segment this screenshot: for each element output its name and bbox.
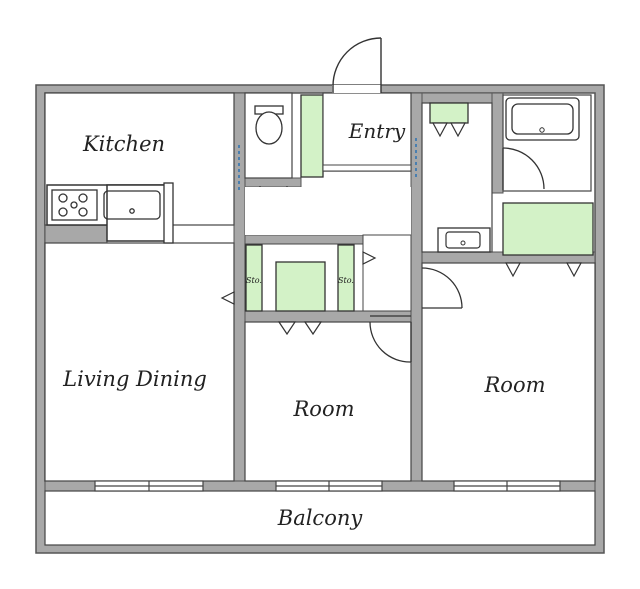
entry-area (322, 92, 412, 172)
right-room-closet (502, 202, 594, 256)
storage-block (220, 243, 377, 336)
storage-left-label: Sto. (246, 276, 262, 285)
hallway (362, 234, 412, 312)
kitchen-label: Kitchen (82, 132, 165, 156)
kitchen-counter (46, 182, 174, 244)
right-room-door (421, 267, 463, 309)
living-dining-label: Living Dining (62, 367, 207, 391)
stove-icon (51, 189, 98, 221)
bathroom (502, 94, 592, 192)
washbasin-icon (437, 227, 491, 253)
entry-label: Entry (348, 119, 406, 143)
front-door (332, 37, 382, 93)
washer-space (429, 102, 469, 124)
balcony-label: Balcony (277, 506, 364, 530)
room-right-label: Room (483, 373, 545, 397)
sink-icon (103, 190, 161, 220)
room-floors (44, 92, 596, 546)
storage-right-label: Sto. (338, 276, 354, 285)
entry-closet (300, 94, 324, 178)
room-center-label: Room (292, 397, 354, 421)
hallway (245, 187, 411, 235)
room-center-door (369, 315, 412, 363)
windows (94, 480, 561, 492)
